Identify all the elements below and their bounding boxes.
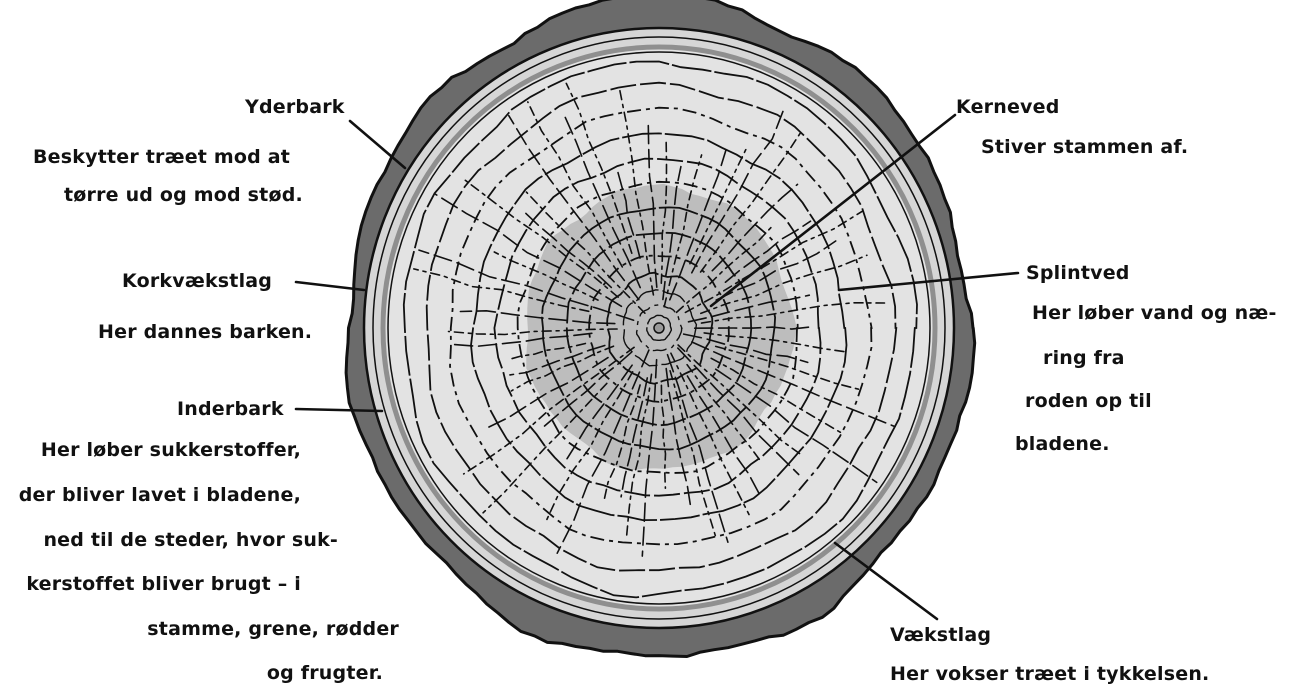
splintved-desc-1: Her løber vand og næ- [1032, 304, 1277, 323]
yderbark-desc-1: Beskytter træet mod at [33, 148, 290, 167]
pith-dot [654, 323, 664, 333]
kerneved-title: Kerneved [956, 98, 1060, 117]
kerneved-desc: Stiver stammen af. [981, 138, 1188, 157]
inderbark-desc-5: stamme, grene, rødder [147, 620, 399, 639]
inderbark-desc-6: og frugter. [267, 664, 383, 683]
korkvaekstlag-desc: Her dannes barken. [98, 323, 312, 342]
vaekstlag-title: Vækstlag [890, 626, 991, 645]
splintved-desc-2: ring fra [1043, 349, 1125, 368]
inderbark-desc-3: ned til de steder, hvor suk- [43, 531, 338, 550]
yderbark-desc-2: tørre ud og mod stød. [64, 186, 303, 205]
yderbark-leader [350, 121, 405, 168]
vaekstlag-desc: Her vokser træet i tykkelsen. [890, 665, 1209, 684]
inderbark-desc-2: der bliver lavet i bladene, [19, 486, 301, 505]
splintved-desc-3: roden op til [1025, 392, 1152, 411]
splintved-title: Splintved [1026, 264, 1130, 283]
yderbark-title: Yderbark [245, 98, 345, 117]
inderbark-title: Inderbark [177, 400, 284, 419]
pith-center [654, 323, 664, 333]
inderbark-desc-4: kerstoffet bliver brugt – i [26, 575, 301, 594]
splintved-desc-4: bladene. [1015, 435, 1110, 454]
korkvaekstlag-title: Korkvækstlag [122, 272, 272, 291]
inderbark-desc-1: Her løber sukkerstoffer, [41, 441, 301, 460]
